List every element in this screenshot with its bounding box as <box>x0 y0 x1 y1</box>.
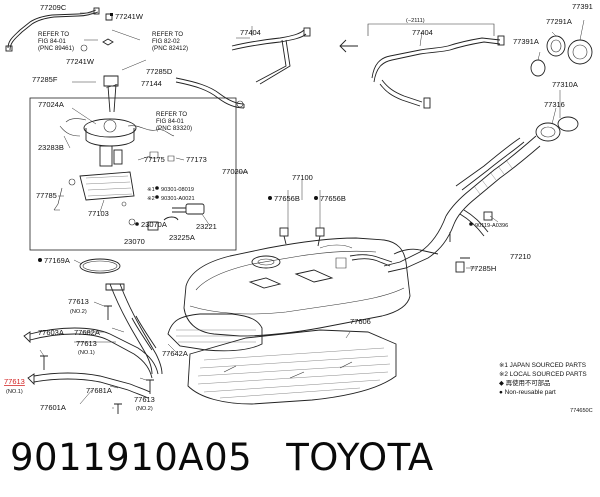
label-77241w-a[interactable]: 77241W <box>115 12 144 21</box>
label-77613-mid[interactable]: 77613 <box>76 339 97 348</box>
label-77404-left[interactable]: 77404 <box>240 28 261 37</box>
label-77601a[interactable]: 77601A <box>40 403 66 412</box>
pipe-77404-right-drawing <box>367 23 505 109</box>
strap-77682a-drawing <box>105 283 163 375</box>
refer-to-fig-3-line3[interactable]: (PNC 83320) <box>156 125 192 132</box>
legend-local-sourced: ※2 LOCAL SOURCED PARTS <box>499 371 587 378</box>
label-77613-highlighted-sub[interactable]: (NO.1) <box>6 389 23 395</box>
leader-lines <box>72 12 423 405</box>
label-23283b[interactable]: 23283B <box>38 143 64 152</box>
legend-non-reusable: ● Non-reusable part <box>499 389 556 396</box>
label-77285f[interactable]: 77285F <box>32 75 58 84</box>
non-reusable-marker <box>155 195 159 199</box>
label-77285d[interactable]: 77285D <box>146 67 173 76</box>
label-77656b-right[interactable]: 77656B <box>320 194 346 203</box>
module-leader-lines <box>58 107 248 227</box>
non-reusable-marker <box>38 258 42 262</box>
label-23221[interactable]: 23221 <box>196 222 217 231</box>
refer-to-fig-1-line3[interactable]: (PNC 89461) <box>38 45 74 52</box>
label-77024a[interactable]: 77024A <box>38 100 64 109</box>
brand-name: TOYOTA <box>286 436 434 479</box>
legend: ※1 JAPAN SOURCED PARTS ※2 LOCAL SOURCED … <box>499 362 587 396</box>
non-reusable-marker <box>469 222 473 226</box>
local-sourced-marker: ※2 <box>147 196 155 202</box>
label-77210[interactable]: 77210 <box>510 252 531 261</box>
label-77404-right[interactable]: 77404 <box>412 28 433 37</box>
label-90301-a0021[interactable]: 90301-A0021 <box>161 196 195 202</box>
label-77173[interactable]: 77173 <box>186 155 207 164</box>
refer-to-fig-1-line1[interactable]: REFER TO <box>38 31 69 38</box>
parts-diagram: 77209C 77241W REFER TO FIG 84-01 (PNC 89… <box>4 2 593 414</box>
fuel-tank-drawing <box>183 180 439 337</box>
label-23225a[interactable]: 23225A <box>169 233 195 242</box>
label-77291a[interactable]: 77291A <box>546 17 572 26</box>
label-77391a[interactable]: 77391A <box>513 37 539 46</box>
refer-to-fig-2-line1[interactable]: REFER TO <box>152 31 183 38</box>
direction-arrow <box>339 39 358 53</box>
label-23070[interactable]: 23070 <box>124 237 145 246</box>
refer-to-fig-2-line2[interactable]: FIG 82-02 <box>152 38 180 45</box>
label-77681a[interactable]: 77681A <box>86 386 112 395</box>
refer-to-fig-1-line2[interactable]: FIG 84-01 <box>38 38 66 45</box>
label-90301-08019[interactable]: 90301-08019 <box>161 187 194 193</box>
label-77613-bottom-sub[interactable]: (NO.2) <box>136 406 153 412</box>
label-77285h[interactable]: 77285H <box>470 264 496 273</box>
label-77144[interactable]: 77144 <box>141 79 162 88</box>
non-reusable-marker <box>155 186 159 190</box>
japan-sourced-marker: ※1 <box>147 187 155 193</box>
band-77603a-drawing <box>23 327 159 379</box>
band-77601a-drawing <box>27 372 151 399</box>
pump-module-frame <box>29 97 237 251</box>
protector-77642a-drawing <box>187 329 397 405</box>
figure-code: 774650C <box>570 408 593 414</box>
label-77606[interactable]: 77606 <box>350 317 371 326</box>
bolt-drawings <box>39 301 154 414</box>
highlighted-part-77613[interactable]: 77613 (NO.1) <box>4 377 25 395</box>
label-77613-top-sub[interactable]: (NO.2) <box>70 309 87 315</box>
label-77682a[interactable]: 77682A <box>74 328 100 337</box>
label-77656b-left[interactable]: 77656B <box>274 194 300 203</box>
label-90119-a0396[interactable]: 90119-A0396 <box>475 223 508 229</box>
label-77785[interactable]: 77785 <box>36 191 57 200</box>
label-77100[interactable]: 77100 <box>292 173 313 182</box>
part-title: 9011910A05 TOYOTA <box>10 436 590 484</box>
label-77613-top[interactable]: 77613 <box>68 297 89 306</box>
label-77613-mid-sub[interactable]: (NO.1) <box>78 350 95 356</box>
legend-japan-sourced: ※1 JAPAN SOURCED PARTS <box>499 362 586 369</box>
label-77642a[interactable]: 77642A <box>162 349 188 358</box>
non-reusable-marker <box>314 196 318 200</box>
label-77241w-b[interactable]: 77241W <box>66 57 95 66</box>
label-77209c[interactable]: 77209C <box>40 3 67 12</box>
pipe-77404-left-drawing <box>175 27 311 109</box>
label-2111-range[interactable]: (−2111) <box>406 18 425 24</box>
protector-77606-drawing <box>167 313 263 353</box>
non-reusable-marker <box>268 196 272 200</box>
gasket-77169a-drawing <box>73 258 121 274</box>
non-reusable-marker <box>110 13 113 16</box>
legend-non-reusable-jp: ◆ 再使用不可部品 <box>499 378 550 387</box>
label-77175[interactable]: 77175 <box>144 155 165 164</box>
label-77603a[interactable]: 77603A <box>38 328 64 337</box>
refer-to-fig-2-line3[interactable]: (PNC 82412) <box>152 45 188 52</box>
refer-to-fig-3-line2[interactable]: FIG 84-01 <box>156 118 184 125</box>
label-77613-highlighted[interactable]: 77613 <box>4 377 25 386</box>
refer-to-fig-3-line1[interactable]: REFER TO <box>156 111 187 118</box>
label-77613-bottom[interactable]: 77613 <box>134 395 155 404</box>
fuel-cap-drawing <box>530 19 593 77</box>
non-reusable-marker <box>135 222 139 226</box>
label-77103[interactable]: 77103 <box>88 209 109 218</box>
label-77169a[interactable]: 77169A <box>44 256 70 265</box>
filler-pipe-drawing <box>383 90 579 273</box>
label-23070a[interactable]: 23070A <box>141 220 167 229</box>
label-77310a[interactable]: 77310A <box>552 80 578 89</box>
label-77391[interactable]: 77391 <box>572 2 593 11</box>
part-number: 9011910A05 <box>10 436 253 479</box>
label-77020a[interactable]: 77020A <box>222 167 248 176</box>
label-77316[interactable]: 77316 <box>544 100 565 109</box>
fuel-pump-module-drawing <box>53 75 205 231</box>
